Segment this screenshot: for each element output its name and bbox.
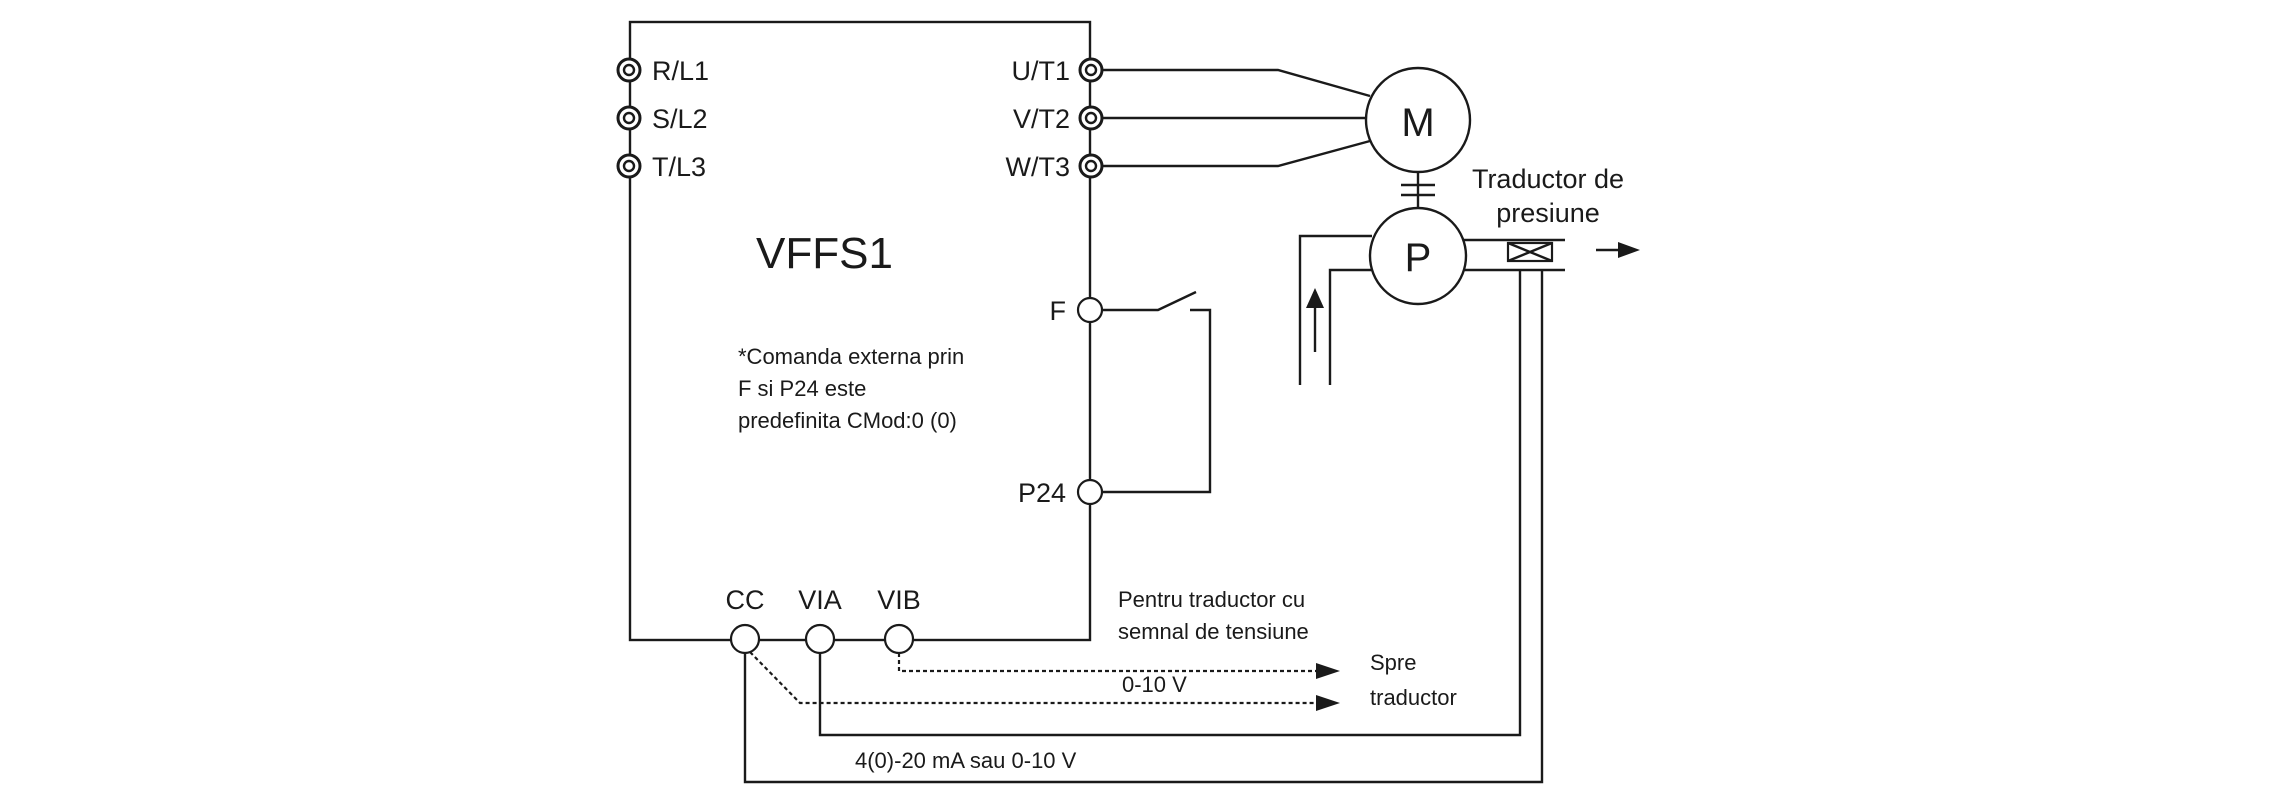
inlet-pipe xyxy=(1298,234,1372,385)
input-terminal-t: T/L3 xyxy=(616,152,706,182)
cc-signal-arrow xyxy=(1316,695,1340,711)
input-terminal-r: R/L1 xyxy=(616,56,709,86)
transducer-label-line2: presiune xyxy=(1496,198,1600,228)
control-terminal-p24: P24 xyxy=(1018,478,1104,508)
note-line1: *Comanda externa prin xyxy=(738,344,964,369)
output-terminal-w: W/T3 xyxy=(1006,152,1104,182)
input-terminal-t-label: T/L3 xyxy=(652,152,706,182)
analog-terminal-cc: CC xyxy=(726,585,765,655)
current-signal-wiring xyxy=(743,270,1544,784)
output-terminal-v: V/T2 xyxy=(1013,104,1104,134)
note-line3: predefinita CMod:0 (0) xyxy=(738,408,957,433)
analog-terminal-cc-label: CC xyxy=(726,585,765,615)
voltage-range-label: 0-10 V xyxy=(1122,672,1187,697)
motor: M xyxy=(1364,66,1472,174)
voltage-signal-label-line1: Pentru traductor cu xyxy=(1118,587,1305,612)
pump-label: P xyxy=(1405,236,1432,280)
inlet-flow-arrow xyxy=(1306,288,1324,308)
output-terminal-v-label: V/T2 xyxy=(1013,104,1070,134)
analog-terminal-via-label: VIA xyxy=(798,585,842,615)
control-terminal-f-label: F xyxy=(1050,296,1067,326)
analog-terminal-vib-label: VIB xyxy=(877,585,921,615)
pressure-transducer xyxy=(1506,241,1554,263)
output-terminal-u-label: U/T1 xyxy=(1011,56,1070,86)
motor-label: M xyxy=(1401,101,1434,145)
input-terminal-s-label: S/L2 xyxy=(652,104,708,134)
outlet-flow-arrow xyxy=(1618,242,1640,258)
to-transducer-label-line1: Spre xyxy=(1370,650,1416,675)
output-terminal-w-label: W/T3 xyxy=(1006,152,1071,182)
input-terminal-s: S/L2 xyxy=(616,104,708,134)
drive-model-label: VFFS1 xyxy=(756,229,893,278)
external-command-switch xyxy=(1102,290,1212,494)
control-terminal-f: F xyxy=(1050,296,1104,326)
motor-wiring xyxy=(1102,68,1371,168)
outlet-pipe xyxy=(1464,238,1640,272)
voltage-signal-label-line2: semnal de tensiune xyxy=(1118,619,1309,644)
pump: P xyxy=(1368,206,1468,306)
control-terminal-p24-label: P24 xyxy=(1018,478,1066,508)
note-line2: F si P24 este xyxy=(738,376,866,401)
vib-signal-arrow xyxy=(1316,663,1340,679)
output-terminal-u: U/T1 xyxy=(1011,56,1104,86)
current-range-label: 4(0)-20 mA sau 0-10 V xyxy=(855,748,1077,773)
to-transducer-label-line2: traductor xyxy=(1370,685,1457,710)
voltage-signal-wiring xyxy=(749,651,1340,711)
transducer-label-line1: Traductor de xyxy=(1472,164,1624,194)
drive-enclosure xyxy=(628,20,1092,642)
input-terminal-r-label: R/L1 xyxy=(652,56,709,86)
analog-terminal-via: VIA xyxy=(798,585,842,655)
motor-pump-coupling xyxy=(1401,172,1435,208)
analog-terminal-vib: VIB xyxy=(877,585,921,655)
